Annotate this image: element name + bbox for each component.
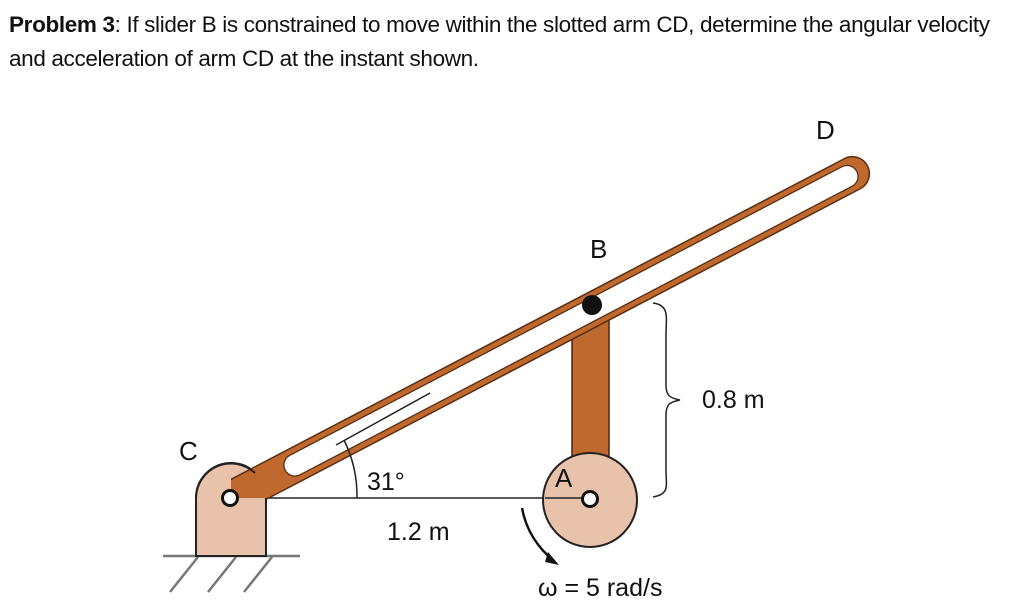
vertical-distance: 0.8 m (702, 386, 765, 414)
crank-arm-AB (571, 317, 610, 459)
label-D: D (816, 115, 835, 145)
angle-extension-line (335, 392, 431, 446)
label-C: C (179, 436, 198, 466)
label-A: A (555, 463, 573, 493)
dimension-brace (652, 302, 681, 498)
pin-C-icon (221, 489, 239, 507)
problem-statement: Problem 3: If slider B is constrained to… (9, 8, 1019, 76)
angle-arc (343, 439, 358, 499)
angle-value: 31° (367, 468, 405, 496)
ground-support (163, 554, 300, 593)
label-B: B (590, 234, 607, 264)
slider-B (582, 295, 602, 315)
slotted-arm-CD (223, 156, 871, 515)
angular-velocity-label: ω = 5 rad/s (538, 574, 662, 602)
arrowhead-icon (545, 552, 559, 565)
horizontal-distance: 1.2 m (387, 518, 450, 546)
problem-body: If slider B is constrained to move withi… (9, 12, 990, 71)
problem-label: Problem 3 (9, 12, 115, 37)
pin-support-C-front (196, 463, 266, 556)
pin-A-icon (581, 490, 599, 508)
problem-colon: : (114, 12, 121, 37)
